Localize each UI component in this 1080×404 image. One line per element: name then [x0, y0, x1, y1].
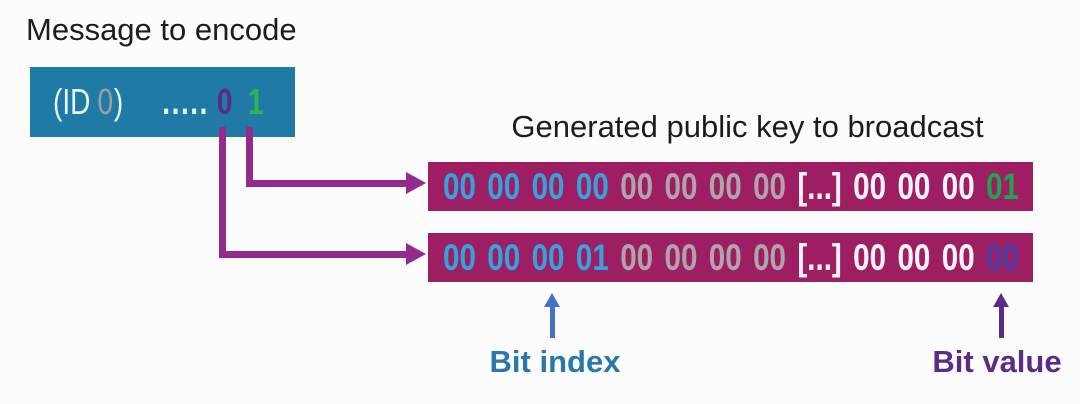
hex-group: 00 — [708, 165, 742, 207]
connector-bit0-arrowhead-icon — [406, 243, 426, 265]
hex-group: 00 — [853, 165, 887, 207]
message-token-bit-zero: 0 — [216, 81, 233, 122]
bit-value-arrow-icon — [993, 293, 1009, 307]
hex-group: 00 — [443, 236, 476, 278]
connector-bit1-vertical — [246, 127, 253, 187]
hex-group: 00 — [941, 165, 975, 207]
hex-group: 00 — [575, 165, 609, 207]
public-key-title: Generated public key to broadcast — [511, 109, 984, 144]
hex-group: 00 — [487, 236, 521, 278]
hex-group: 00 — [708, 236, 742, 278]
connector-bit0-horizontal — [219, 251, 408, 258]
hex-ellipsis: [...] — [797, 165, 842, 207]
hex-group: 00 — [986, 236, 1019, 278]
hex-group: 00 — [620, 236, 654, 278]
hex-group: 00 — [620, 165, 654, 207]
hex-group: 00 — [897, 165, 931, 207]
hex-group: 00 — [941, 236, 975, 278]
message-token-dots: ..... — [162, 81, 210, 122]
bit-index-label: Bit index — [489, 344, 621, 379]
connector-bit1-horizontal — [246, 180, 408, 187]
message-title: Message to encode — [26, 12, 297, 47]
bit-value-label: Bit value — [932, 344, 1062, 379]
connector-bit1-arrowhead-icon — [406, 172, 426, 194]
connector-bit0-vertical — [219, 127, 226, 258]
bit-index-arrow-shaft — [550, 307, 555, 338]
hex-group: 00 — [664, 165, 698, 207]
hex-ellipsis: [...] — [797, 236, 842, 278]
hex-group: 00 — [853, 236, 887, 278]
hex-group: 00 — [531, 165, 565, 207]
hex-group: 00 — [753, 165, 787, 207]
message-token-bit-one: 1 — [248, 81, 264, 122]
message-token-id-close: ) — [113, 81, 124, 122]
hex-group: 01 — [575, 236, 609, 278]
hex-group: 00 — [897, 236, 931, 278]
hex-group: 00 — [664, 236, 698, 278]
hex-group: 00 — [443, 165, 476, 207]
hex-group: 00 — [531, 236, 565, 278]
message-token-id-zero: 0 — [97, 81, 114, 122]
hex-group: 01 — [986, 165, 1019, 207]
hex-group: 00 — [753, 236, 787, 278]
hex-group: 00 — [487, 165, 521, 207]
message-token-id-open: (ID — [53, 81, 91, 122]
bit-index-arrow-icon — [544, 293, 560, 307]
bit-value-arrow-shaft — [999, 307, 1004, 338]
